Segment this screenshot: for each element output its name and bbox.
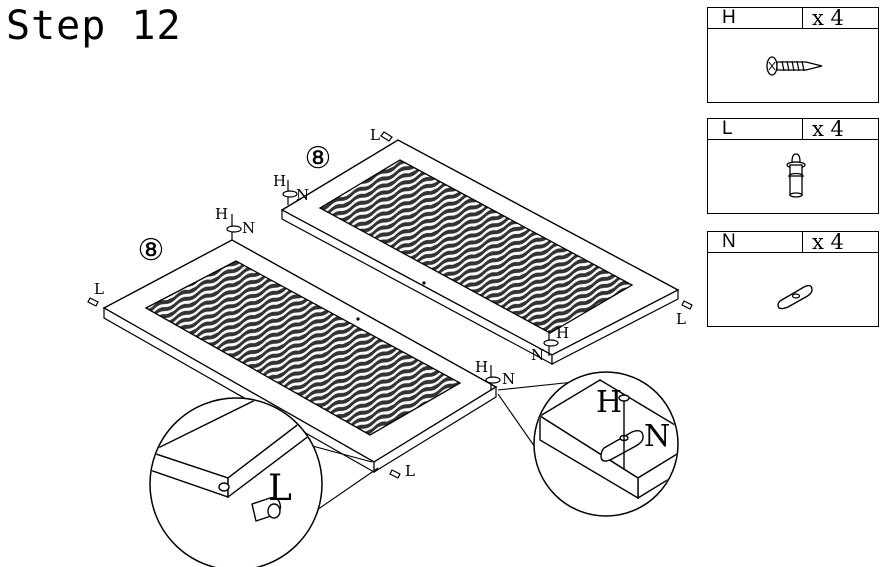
detail-circle-bracket: H N <box>533 371 679 517</box>
callout-n: N <box>296 186 309 204</box>
bracket-plate-icon <box>777 284 813 310</box>
part-quantity: x 4 <box>812 230 844 254</box>
part-letter: H <box>722 7 736 28</box>
callout-h: H <box>475 358 488 376</box>
screw-icon <box>766 56 823 76</box>
part-quantity: x 4 <box>812 6 844 30</box>
callout-l: L <box>676 310 686 328</box>
part-box-l: L x 4 <box>707 117 879 214</box>
part-letter: N <box>722 231 736 252</box>
callout-h: H <box>273 172 286 190</box>
svg-text:L: L <box>268 468 292 509</box>
svg-text:⑧: ⑧ <box>138 233 165 268</box>
step-title: Step 12 <box>6 3 182 49</box>
callout-h: H <box>215 205 228 223</box>
callout-l: L <box>405 462 415 480</box>
panel-label-front: ⑧ <box>138 233 165 268</box>
callout-n: N <box>242 219 255 237</box>
panel-label-back: ⑧ <box>305 141 332 176</box>
part-box-n: N x 4 <box>707 230 879 327</box>
back-door-panel <box>280 139 680 366</box>
part-quantity: x 4 <box>812 117 844 141</box>
front-door-panel <box>102 239 498 474</box>
callout-h: H <box>556 324 569 342</box>
dowel-pin-icon <box>786 153 806 198</box>
callout-l: L <box>370 126 380 144</box>
part-box-h: H x 4 <box>707 6 879 103</box>
svg-text:H: H <box>596 385 622 420</box>
svg-text:⑧: ⑧ <box>305 141 332 176</box>
svg-text:N: N <box>644 419 670 454</box>
callout-n: N <box>502 370 515 388</box>
callout-n: N <box>531 346 544 364</box>
part-letter: L <box>722 118 733 139</box>
callout-l: L <box>94 280 104 298</box>
